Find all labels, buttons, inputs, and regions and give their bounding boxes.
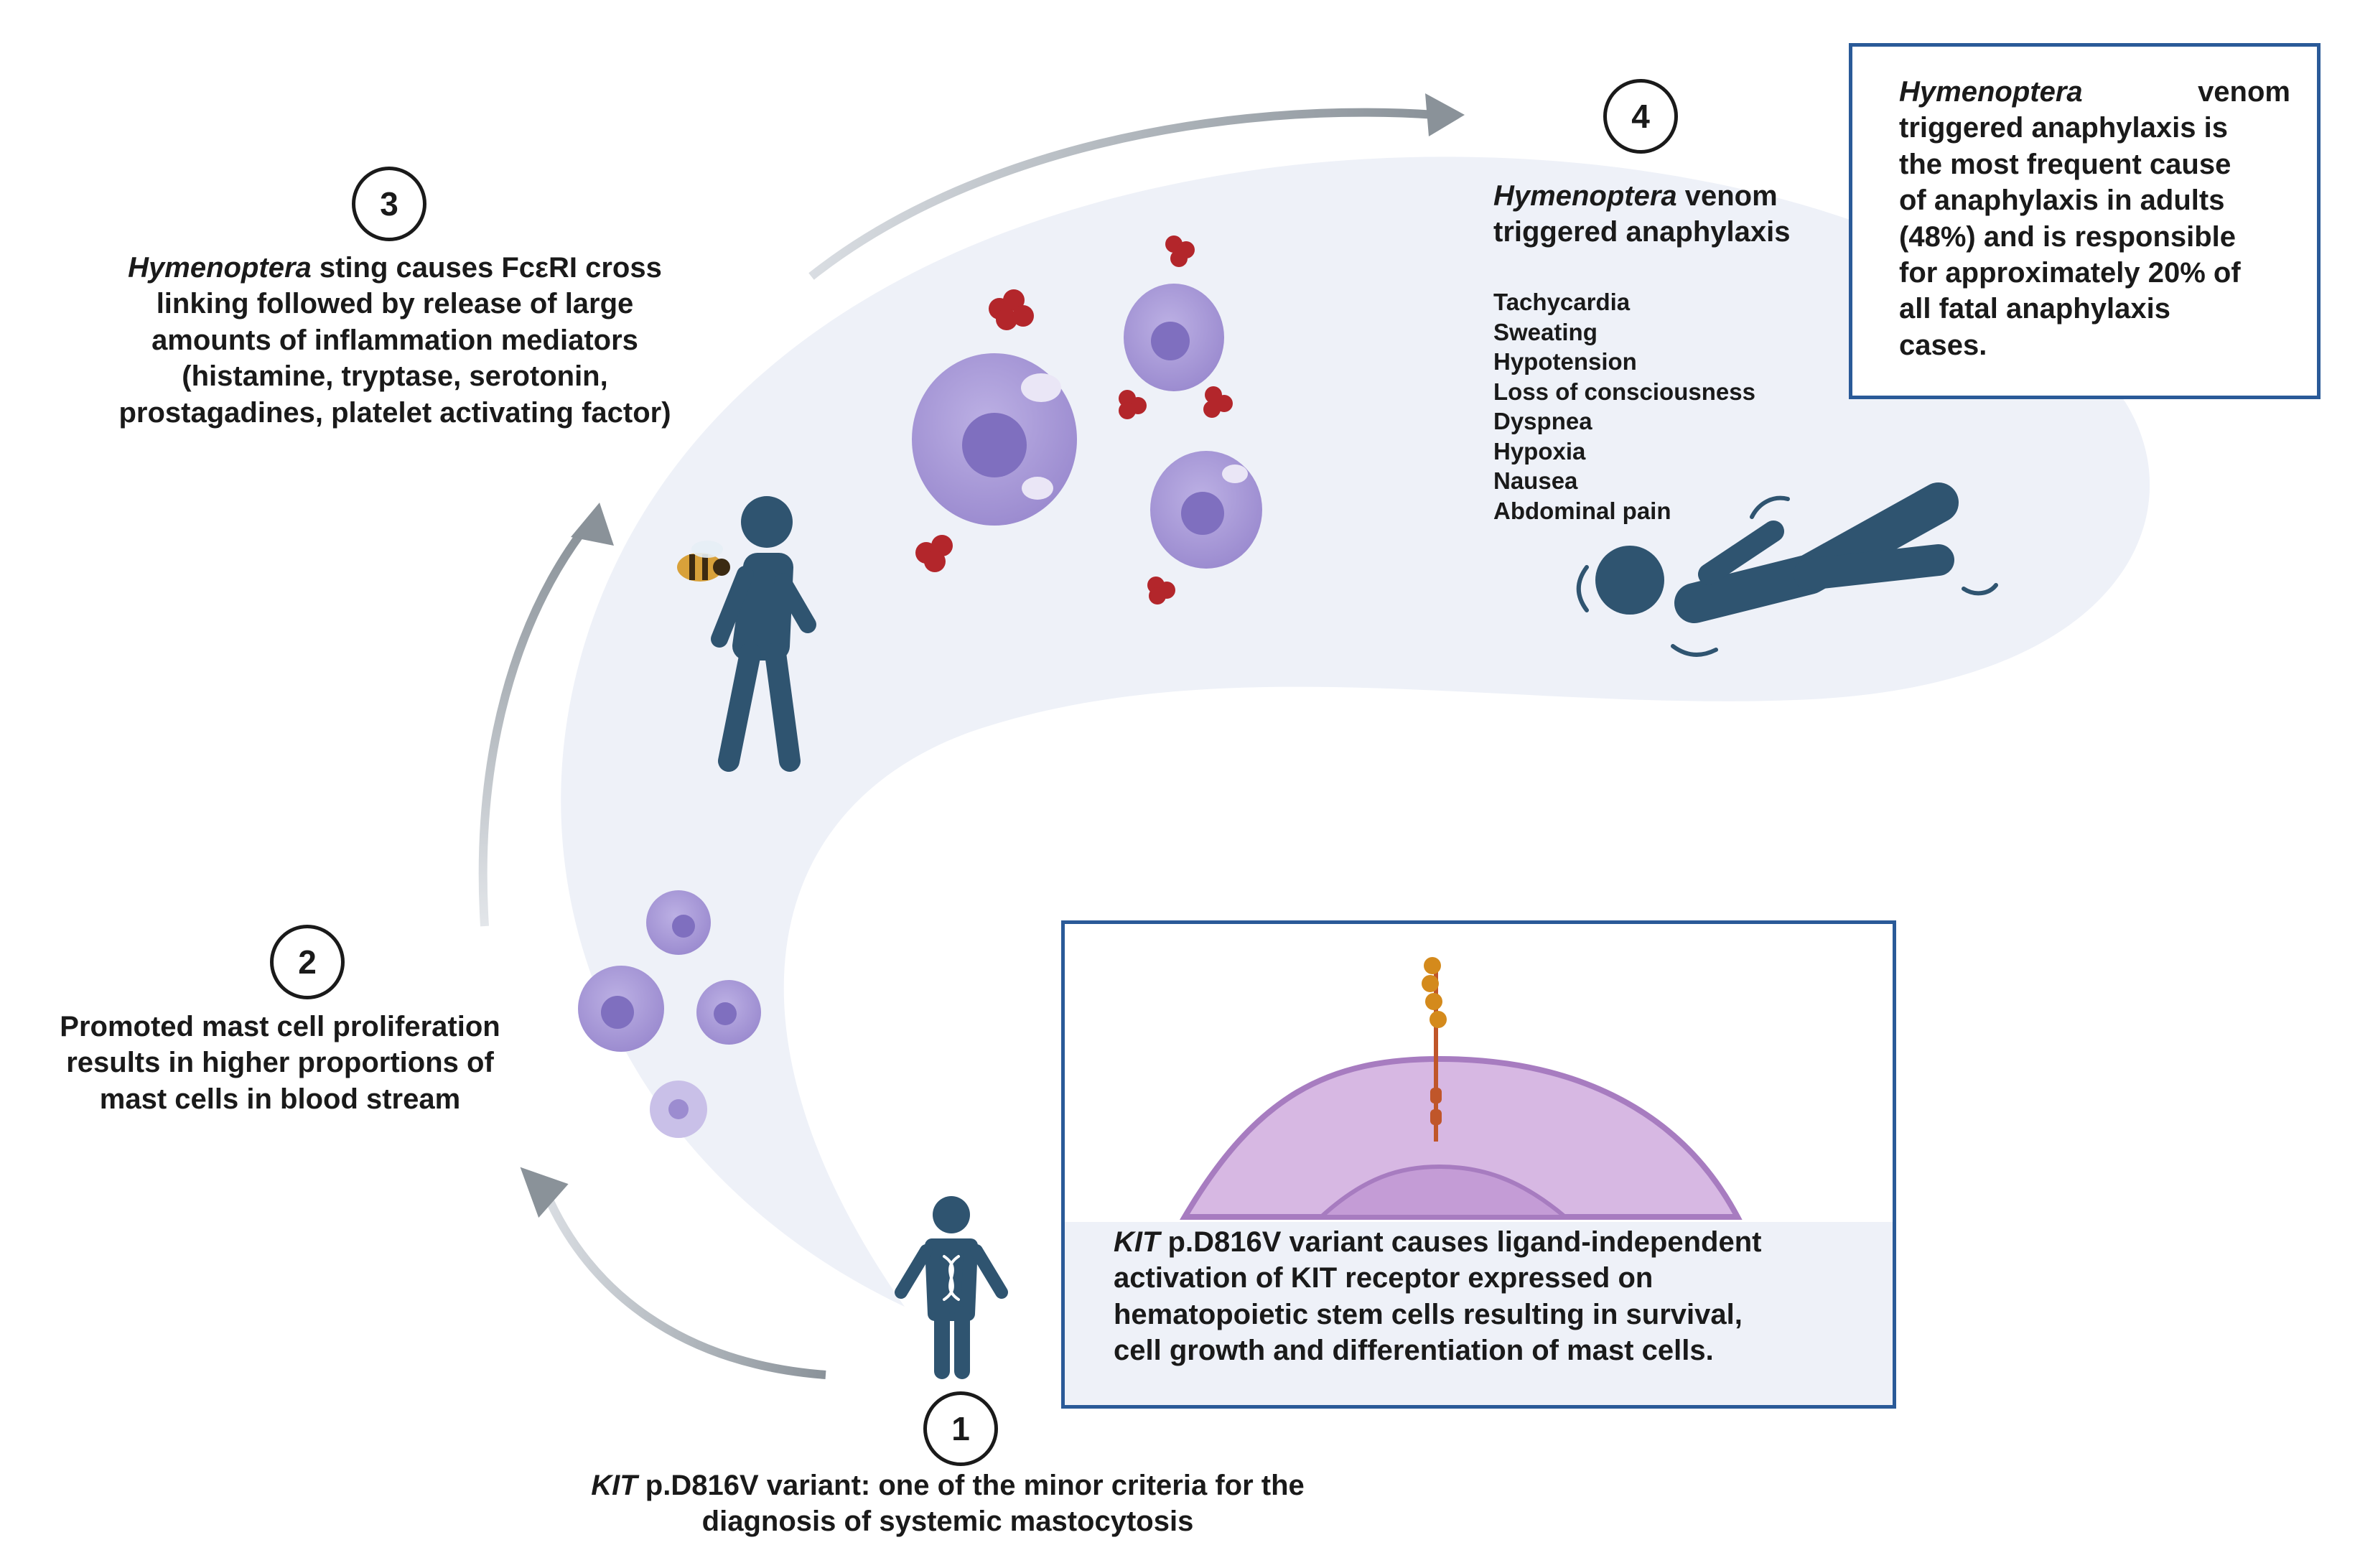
info-box-bottom-line1: p.D816V variant causes ligand-independen…	[1160, 1226, 1762, 1258]
info-box-species: Hymenoptera	[1899, 76, 2083, 108]
symptom-item: Dyspnea	[1493, 408, 1592, 434]
step-1-gene: KIT	[591, 1470, 638, 1501]
info-box-kit-variant: KIT p.D816V variant causes ligand-indepe…	[1061, 920, 1896, 1409]
arrow-2-to-3	[478, 525, 589, 927]
step-3-line3: amounts of inflammation mediators	[151, 324, 638, 356]
arrow-3-to-4	[808, 108, 1437, 280]
bee-icon	[677, 541, 730, 582]
mast-cell-icon	[912, 289, 1077, 572]
arrow-3-to-4-head	[1425, 93, 1465, 136]
symptom-item: Nausea	[1493, 467, 1578, 494]
info-box-top-line5: (48%) and is responsible	[1899, 220, 2237, 253]
mast-cell-icon	[1119, 235, 1224, 419]
step-1-number: 1	[923, 1391, 998, 1466]
arrow-2-to-3-head	[571, 503, 614, 546]
step-4-title-line1: venom	[1676, 180, 1778, 212]
collapsed-person-icon	[1576, 482, 1998, 657]
person-with-dna-icon	[895, 1196, 1008, 1379]
symptom-item: Hypoxia	[1493, 437, 1586, 465]
step-3-line4: (histamine, tryptase, serotonin,	[182, 360, 608, 393]
symptom-item: Abdominal pain	[1493, 497, 1671, 524]
step-3-text: Hymenoptera sting causes FcεRI cross lin…	[79, 250, 711, 431]
info-box-anaphylaxis: Hymenoptera venom triggered anaphylaxis i…	[1849, 43, 2321, 399]
symptom-item: Loss of consciousness	[1493, 378, 1755, 405]
symptoms-list: Tachycardia Sweating Hypotension Loss of…	[1493, 287, 1795, 526]
info-box-top-line8: cases.	[1899, 329, 1987, 361]
step-2-line1: Promoted mast cell proliferation	[60, 1011, 500, 1042]
mast-cell-icon	[578, 890, 761, 1138]
info-box-top-line7: all fatal anaphylaxis	[1899, 293, 2170, 325]
mast-cell-icon	[1147, 386, 1262, 605]
info-box-kit-text: KIT p.D816V variant causes ligand-indepe…	[1114, 1224, 1853, 1369]
step-4-species: Hymenoptera	[1493, 180, 1677, 212]
info-box-bottom-line4: cell growth and differentiation of mast …	[1114, 1335, 1714, 1367]
step-2-line2: results in higher proportions of	[66, 1047, 494, 1079]
step-3-line2: linking followed by release of large	[156, 288, 634, 320]
info-box-top-line4: of anaphylaxis in adults	[1899, 185, 2225, 217]
info-box-bottom-line3: hematopoietic stem cells resulting in su…	[1114, 1298, 1743, 1330]
arrow-1-to-2-head	[520, 1167, 569, 1218]
info-box-top-line1: venom	[2198, 76, 2290, 108]
step-3-species: Hymenoptera	[128, 252, 312, 284]
symptom-item: Tachycardia	[1493, 289, 1631, 315]
step-3-number: 3	[352, 167, 426, 241]
symptom-item: Sweating	[1493, 318, 1598, 345]
step-4-number: 4	[1603, 79, 1678, 154]
info-box-top-line6: for approximately 20% of	[1899, 256, 2241, 289]
step-4-title: Hymenoptera venom triggered anaphylaxis	[1493, 178, 1895, 251]
step-1-line2: diagnosis of systemic mastocytosis	[701, 1506, 1194, 1538]
step-3-line5: prostagadines, platelet activating facto…	[118, 396, 671, 429]
info-box-top-line2: triggered anaphylaxis is	[1899, 112, 2228, 144]
step-4-title-line2: triggered anaphylaxis	[1493, 216, 1791, 248]
symptom-item: Hypotension	[1493, 348, 1637, 375]
info-box-anaphylaxis-text: Hymenoptera venom triggered anaphylaxis i…	[1899, 74, 2290, 363]
step-1-line1: p.D816V variant: one of the minor criter…	[637, 1470, 1305, 1501]
info-box-kit-gene: KIT	[1114, 1226, 1160, 1258]
step-2-number: 2	[270, 925, 345, 999]
step-1-text: KIT p.D816V variant: one of the minor cr…	[531, 1467, 1364, 1540]
info-box-bottom-line2: activation of KIT receptor expressed on	[1114, 1262, 1654, 1294]
arrow-1-to-2	[541, 1190, 826, 1379]
step-2-line3: mast cells in blood stream	[99, 1083, 461, 1115]
info-box-kit-text-area	[1065, 1222, 1893, 1405]
info-box-top-line3: the most frequent cause	[1899, 148, 2231, 180]
kit-receptor-icon	[1180, 957, 1743, 1220]
step-2-text: Promoted mast cell proliferation results…	[29, 1009, 531, 1117]
step-3-line1: sting causes FcεRI cross	[311, 252, 662, 284]
walking-person-icon	[711, 496, 816, 772]
